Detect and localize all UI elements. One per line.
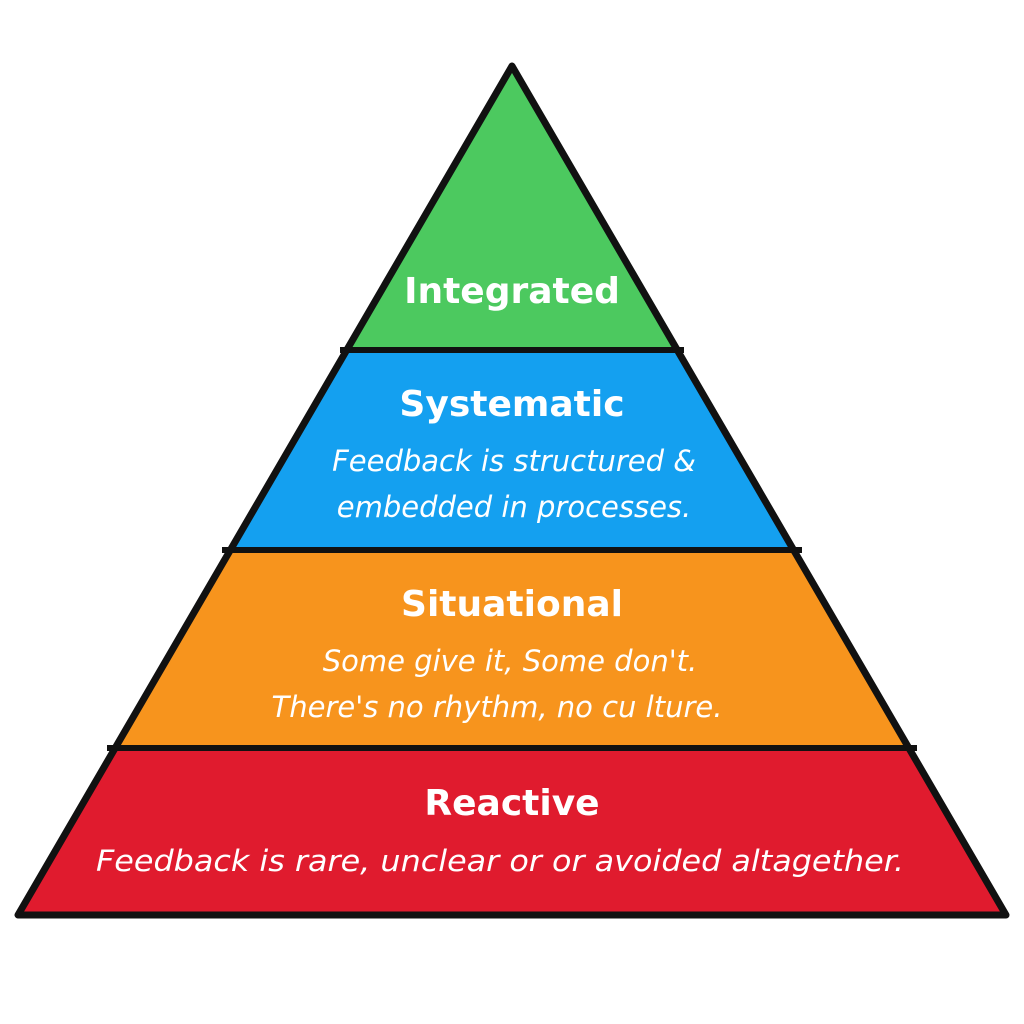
pyramid-outline <box>14 62 1010 919</box>
level-dividers <box>107 347 917 751</box>
level-desc-reactive-1: Feedback is rare, unclear or or avoided … <box>96 844 904 878</box>
level-desc-systematic-2: embedded in processes. <box>337 490 692 524</box>
level-desc-systematic-1: Feedback is structured & <box>332 444 696 478</box>
level-desc-situational-2: There's no rhythm, no cu lture. <box>272 690 723 724</box>
level-desc-situational-1: Some give it, Some don't. <box>323 644 698 678</box>
level-title-situational: Situational <box>401 584 623 625</box>
level-title-reactive: Reactive <box>424 783 599 824</box>
level-title-integrated: Integrated <box>404 271 620 312</box>
level-title-systematic: Systematic <box>399 384 624 425</box>
level-reactive-band <box>18 748 1006 915</box>
